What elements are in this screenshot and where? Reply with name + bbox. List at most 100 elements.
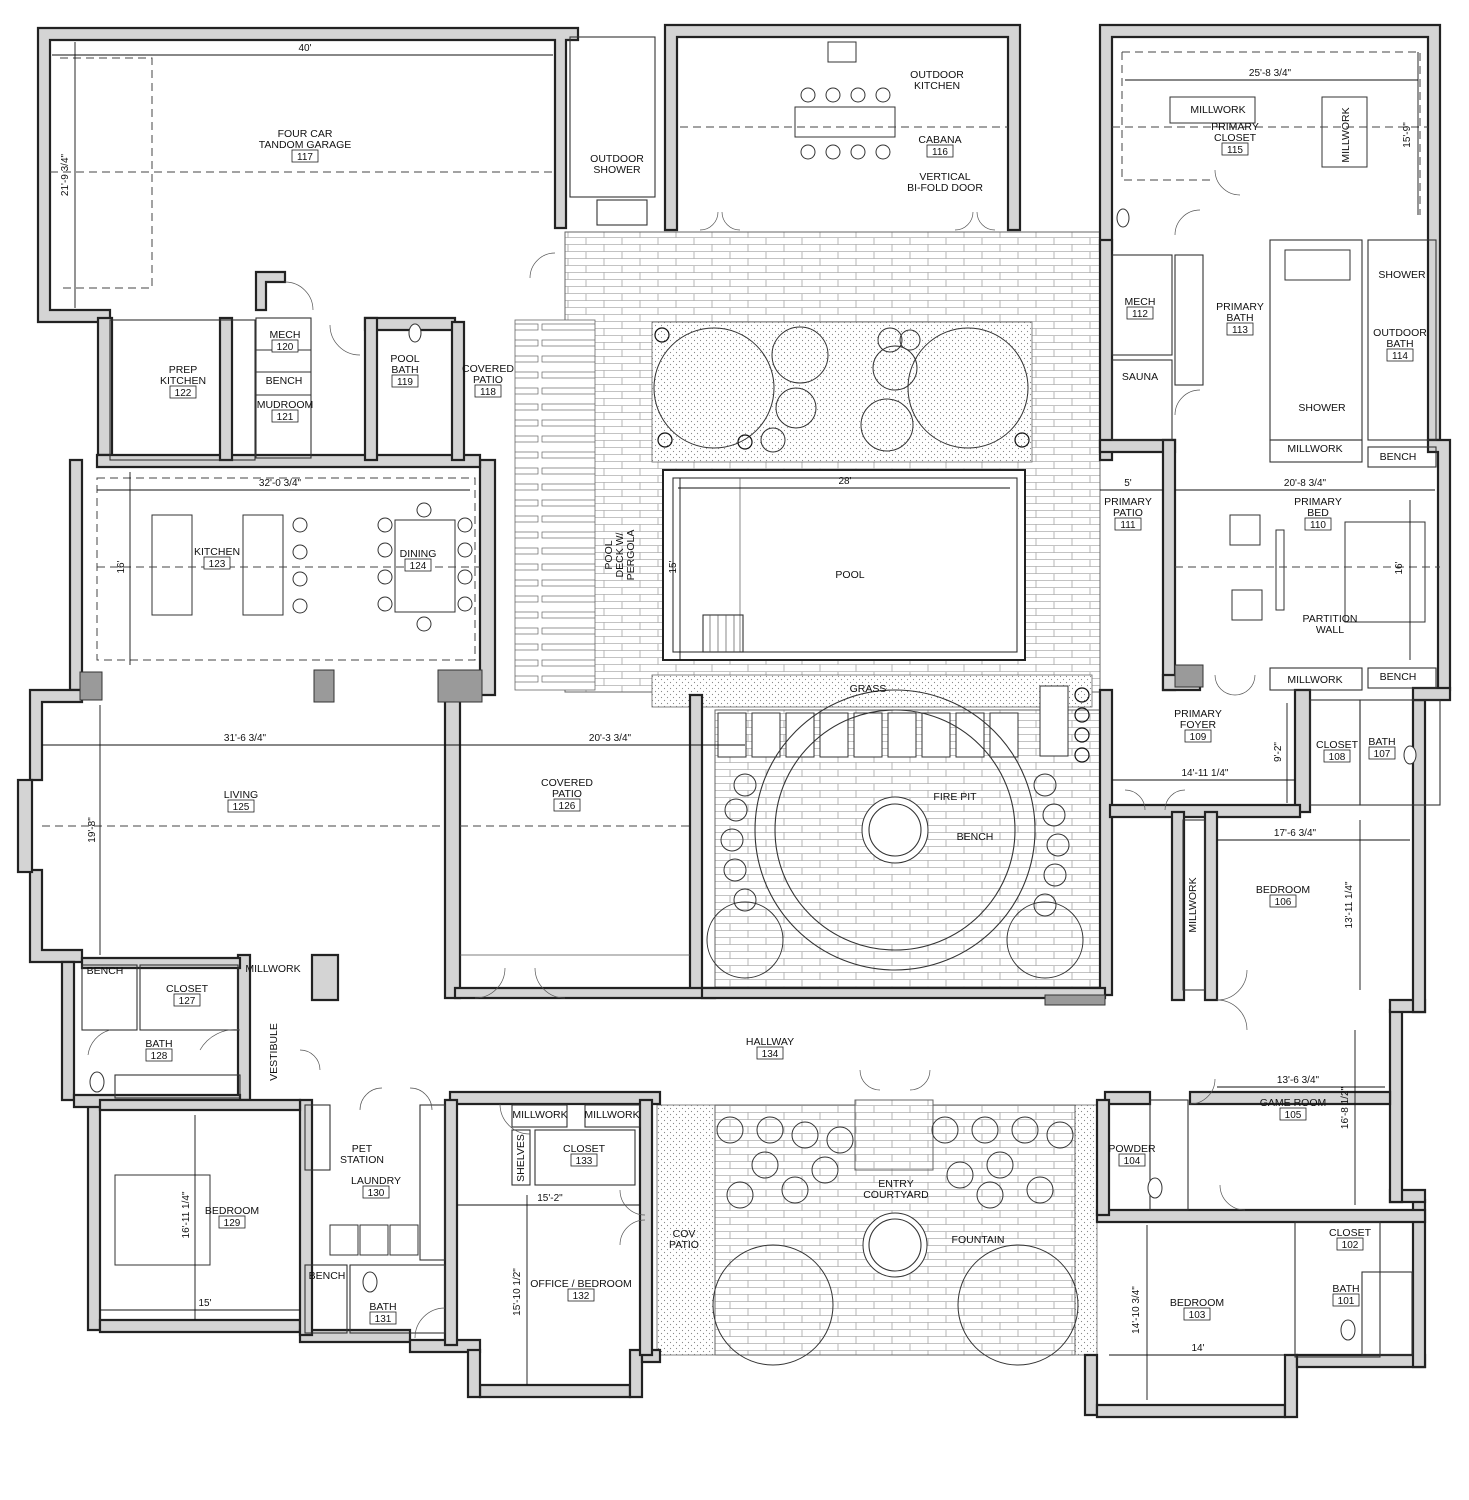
room-name: LIVING bbox=[224, 789, 258, 801]
dimension-garage-w: 40' bbox=[298, 43, 311, 54]
room-number-box bbox=[218, 1215, 246, 1229]
room-number: 115 bbox=[1227, 145, 1243, 156]
room-name: BATH bbox=[1332, 1283, 1359, 1295]
room-name: GAME ROOM bbox=[1260, 1097, 1327, 1109]
pool-coping bbox=[672, 477, 1018, 653]
room-name: BATH bbox=[1226, 312, 1253, 324]
pergola-deck bbox=[514, 319, 596, 691]
fire-pit-ring bbox=[754, 689, 1036, 971]
room-number-box bbox=[1386, 348, 1414, 362]
label-millwork: MILLWORK bbox=[512, 1109, 567, 1121]
room-number-box bbox=[1184, 729, 1212, 743]
room-number: 120 bbox=[277, 342, 294, 353]
annotation-text: ENTRY bbox=[878, 1178, 913, 1190]
room-name: COVERED bbox=[462, 363, 514, 375]
label-bench: BENCH bbox=[309, 1270, 346, 1282]
room-number: 131 bbox=[375, 1314, 392, 1325]
room-name: PATIO bbox=[473, 374, 503, 386]
room-name: PRIMARY bbox=[1174, 708, 1222, 720]
annotation-text: FOUNTAIN bbox=[952, 1234, 1005, 1246]
dimension-office-w: 15'-2" bbox=[537, 1193, 563, 1204]
room-number-box bbox=[1368, 746, 1396, 760]
room-name: BATH bbox=[1386, 338, 1413, 350]
room-number: 109 bbox=[1190, 732, 1207, 743]
label-fountain: FOUNTAIN bbox=[952, 1234, 1005, 1246]
room-name: PRIMARY bbox=[1216, 301, 1264, 313]
label-millwork: MILLWORK bbox=[1287, 443, 1342, 455]
room-name: PRIMARY bbox=[1294, 496, 1342, 508]
room-name: BATH bbox=[1368, 736, 1395, 748]
room-name: PATIO bbox=[1113, 507, 1143, 519]
annotation-text: PARTITION bbox=[1302, 613, 1357, 625]
dimension-office-h: 15'-10 1/2" bbox=[512, 1268, 523, 1316]
grass-strip bbox=[651, 674, 1093, 708]
room-name: KITCHEN bbox=[194, 546, 240, 558]
room-number-box bbox=[1183, 1307, 1211, 1321]
annotation-text: OUTDOOR bbox=[590, 153, 644, 165]
room-number: 119 bbox=[397, 377, 413, 388]
room-number: 127 bbox=[179, 996, 196, 1007]
room-number: 130 bbox=[368, 1188, 385, 1199]
landscape-trees bbox=[653, 326, 1090, 1366]
dimension-closet-h: 15'-9" bbox=[1402, 122, 1413, 148]
pool-basin bbox=[662, 469, 1026, 661]
room-number-box bbox=[369, 1311, 397, 1325]
annotation-text: SHOWER bbox=[1298, 402, 1346, 414]
room-number: 103 bbox=[1189, 1310, 1206, 1321]
label-bench: BENCH bbox=[957, 831, 994, 843]
label-sauna: SAUNA bbox=[1122, 371, 1158, 383]
room-number-box bbox=[1269, 894, 1297, 908]
room-number-box bbox=[567, 1288, 595, 1302]
room-number: 106 bbox=[1275, 897, 1292, 908]
dimension-kitchen-h: 16' bbox=[116, 560, 127, 573]
room-number: 117 bbox=[297, 152, 313, 163]
fountain bbox=[862, 1212, 928, 1278]
dimension-game-w: 13'-6 3/4" bbox=[1277, 1075, 1320, 1086]
room-number-box bbox=[1332, 1293, 1360, 1307]
columns bbox=[79, 664, 1204, 1006]
room-number-box bbox=[145, 1048, 173, 1062]
room-name: PRIMARY bbox=[1211, 121, 1259, 133]
room-number-box bbox=[1279, 1107, 1307, 1121]
dimension-foyer-h: 9'-2" bbox=[1273, 742, 1284, 762]
room-number: 104 bbox=[1124, 1156, 1141, 1167]
room-name: CLOSET bbox=[563, 1143, 606, 1155]
room-number-box bbox=[1323, 749, 1351, 763]
dimension-bed129-h: 16'-11 1/4" bbox=[181, 1191, 192, 1238]
room-number: 125 bbox=[233, 802, 250, 813]
room-number: 129 bbox=[224, 1218, 241, 1229]
room-number-box bbox=[1336, 1237, 1364, 1251]
entry-courtyard bbox=[656, 1099, 1098, 1356]
room-number: 101 bbox=[1338, 1296, 1355, 1307]
room-name: MUDROOM bbox=[257, 399, 314, 411]
room-name: CLOSET bbox=[166, 983, 209, 995]
room-number-box bbox=[169, 385, 197, 399]
room-name: OUTDOOR bbox=[1373, 327, 1427, 339]
room-number: 124 bbox=[410, 561, 427, 572]
room-number-box bbox=[271, 339, 299, 353]
room-name: BATH bbox=[145, 1038, 172, 1050]
label-bench: BENCH bbox=[1380, 671, 1417, 683]
room-name: PATIO bbox=[552, 788, 582, 800]
room-name: FOUR CAR bbox=[278, 128, 333, 140]
room-number: 113 bbox=[1232, 325, 1248, 336]
